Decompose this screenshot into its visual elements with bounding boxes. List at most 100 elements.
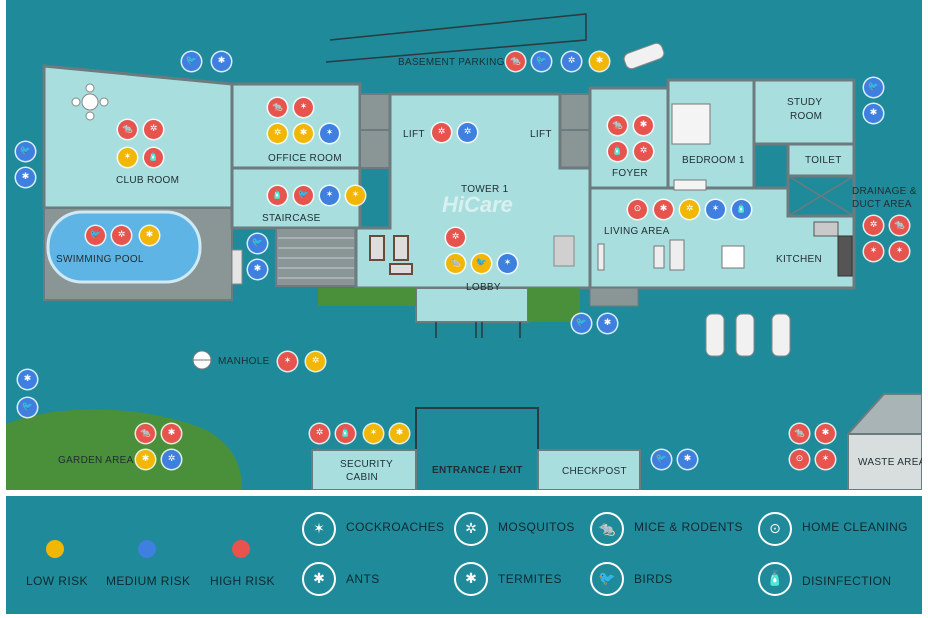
floor-plan-map: HiCare BASEMENT PARKING CLUB ROOM OFFICE… <box>6 0 922 490</box>
garden-lawn <box>6 409 242 490</box>
termite-low-marker: ✱ <box>140 226 159 245</box>
rodent-high-marker: 🐀 <box>608 116 627 135</box>
vacuum-high-marker: ⊙ <box>628 200 647 219</box>
mosquito-icon: ✲ <box>454 512 488 546</box>
bird-medium-marker: 🐦 <box>864 78 883 97</box>
cockroach-medium-marker: ✶ <box>320 186 339 205</box>
termite-medium-marker: ✱ <box>598 314 617 333</box>
mosquito-high-marker: ✲ <box>144 120 163 139</box>
spray-icon: 🧴 <box>758 562 792 596</box>
cockroach-low-marker: ✶ <box>364 424 383 443</box>
mosquitos-label: MOSQUITOS <box>498 520 575 534</box>
drainage-label-line2: DUCT AREA <box>852 199 912 210</box>
rodent-high-marker: 🐀 <box>790 424 809 443</box>
disinfection-label: DISINFECTION <box>802 574 892 588</box>
toilet-label: TOILET <box>805 155 842 166</box>
bird-medium-marker: 🐦 <box>18 398 37 417</box>
rodent-low-marker: 🐀 <box>446 254 465 273</box>
cockroach-low-marker: ✶ <box>346 186 365 205</box>
basement-parking-label: BASEMENT PARKING <box>398 57 505 68</box>
mosquito-low-marker: ✲ <box>306 352 325 371</box>
toilet-area <box>786 142 856 178</box>
termite-high-marker: ✱ <box>816 424 835 443</box>
bird-medium-marker: 🐦 <box>532 52 551 71</box>
disinfection-medium-marker: 🧴 <box>732 200 751 219</box>
low-risk-label: LOW RISK <box>26 574 88 588</box>
legend: LOW RISK MEDIUM RISK HIGH RISK ✶ COCKROA… <box>6 496 922 614</box>
termite-icon: ✱ <box>454 562 488 596</box>
mosquito-high-marker: ✲ <box>446 228 465 247</box>
low-risk-swatch <box>46 540 64 558</box>
rodent-high-marker: 🐀 <box>118 120 137 139</box>
mosquito-high-marker: ✲ <box>310 424 329 443</box>
birds-label: BIRDS <box>634 572 673 586</box>
termite-high-marker: ✱ <box>162 424 181 443</box>
rodent-icon: 🐀 <box>590 512 624 546</box>
rodent-high-marker: 🐀 <box>268 98 287 117</box>
rodent-high-marker: 🐀 <box>890 216 909 235</box>
cockroach-high-marker: ✶ <box>278 352 297 371</box>
mosquito-medium-marker: ✲ <box>162 450 181 469</box>
mosquito-medium-marker: ✲ <box>562 52 581 71</box>
lift-left-label: LIFT <box>403 129 425 140</box>
entrance-exit-label: ENTRANCE / EXIT <box>432 465 523 476</box>
bird-high-marker: 🐦 <box>86 226 105 245</box>
bedroom-label: BEDROOM 1 <box>682 155 745 166</box>
termites-label: TERMITES <box>498 572 562 586</box>
bird-medium-marker: 🐦 <box>652 450 671 469</box>
ant-icon: ✱ <box>302 562 336 596</box>
swimming-pool-water <box>46 210 202 284</box>
cockroach-high-marker: ✶ <box>816 450 835 469</box>
disinfection-high-marker: 🧴 <box>268 186 287 205</box>
termite-medium-marker: ✱ <box>864 104 883 123</box>
bird-medium-marker: 🐦 <box>248 234 267 253</box>
mosquito-low-marker: ✲ <box>268 124 287 143</box>
cockroach-medium-marker: ✶ <box>498 254 517 273</box>
vacuum-icon: ⊙ <box>758 512 792 546</box>
swimming-pool-label: SWIMMING POOL <box>56 254 144 265</box>
mosquito-high-marker: ✲ <box>432 123 451 142</box>
termite-medium-marker: ✱ <box>212 52 231 71</box>
disinfection-high-marker: 🧴 <box>144 148 163 167</box>
living-area-label: LIVING AREA <box>604 226 670 237</box>
rodent-high-marker: 🐀 <box>506 52 525 71</box>
medium-risk-label: MEDIUM RISK <box>106 574 191 588</box>
security-label-line2: CABIN <box>346 472 379 483</box>
floor-plan-walls <box>6 13 922 490</box>
manhole-label: MANHOLE <box>218 356 270 367</box>
cockroach-high-marker: ✶ <box>294 98 313 117</box>
staircase-label: STAIRCASE <box>262 213 321 224</box>
lobby-label: LOBBY <box>466 282 501 293</box>
medium-risk-swatch <box>138 540 156 558</box>
home-cleaning-label: HOME CLEANING <box>802 520 908 534</box>
cockroach-medium-marker: ✶ <box>706 200 725 219</box>
termite-high-marker: ✱ <box>654 200 673 219</box>
rodent-high-marker: 🐀 <box>136 424 155 443</box>
termite-medium-marker: ✱ <box>248 260 267 279</box>
termite-low-marker: ✱ <box>294 124 313 143</box>
bird-icon: 🐦 <box>590 562 624 596</box>
waste-area-label: WASTE AREA <box>858 457 922 468</box>
security-label-line1: SECURITY <box>340 459 393 470</box>
lift-right-label: LIFT <box>530 129 552 140</box>
termite-low-marker: ✱ <box>390 424 409 443</box>
termite-high-marker: ✱ <box>634 116 653 135</box>
cockroach-icon: ✶ <box>302 512 336 546</box>
club-room-label: CLUB ROOM <box>116 175 180 186</box>
disinfection-high-marker: 🧴 <box>336 424 355 443</box>
mosquito-medium-marker: ✲ <box>458 123 477 142</box>
office-room-label: OFFICE ROOM <box>268 153 342 164</box>
cockroach-high-marker: ✶ <box>864 242 883 261</box>
bird-low-marker: 🐦 <box>472 254 491 273</box>
termite-medium-marker: ✱ <box>18 370 37 389</box>
termite-medium-marker: ✱ <box>678 450 697 469</box>
mosquito-high-marker: ✲ <box>112 226 131 245</box>
study-label-line2: ROOM <box>790 111 823 122</box>
bird-high-marker: 🐦 <box>294 186 313 205</box>
cockroaches-label: COCKROACHES <box>346 520 445 534</box>
drainage-label-line1: DRAINAGE & <box>852 186 917 197</box>
brand-logo: HiCare <box>442 192 513 217</box>
tower-label: TOWER 1 <box>461 184 509 195</box>
study-label-line1: STUDY <box>787 97 823 108</box>
